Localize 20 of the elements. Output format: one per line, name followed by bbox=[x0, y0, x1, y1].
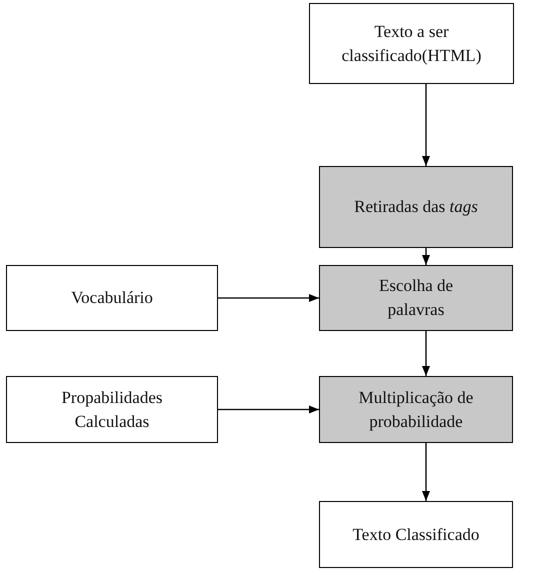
process-box bbox=[319, 265, 513, 331]
box bbox=[6, 265, 218, 331]
arrow bbox=[422, 248, 430, 265]
arrow bbox=[218, 406, 319, 414]
arrow bbox=[422, 331, 430, 376]
node-label: Propabilidades Calculadas bbox=[60, 386, 164, 432]
process-box bbox=[319, 376, 513, 443]
process-box bbox=[319, 166, 513, 248]
arrow bbox=[422, 443, 430, 501]
box bbox=[6, 376, 218, 443]
box bbox=[309, 3, 514, 84]
node-label: Texto Classificado bbox=[352, 524, 480, 546]
node-label: Multiplicação de probabilidade bbox=[358, 386, 474, 433]
node-label: Vocabulário bbox=[70, 287, 154, 309]
node-label: Escolha de palavras bbox=[378, 275, 454, 321]
node-label: Texto a ser classificado(HTML) bbox=[340, 20, 482, 66]
node-label: Retiradas das tags bbox=[353, 196, 479, 218]
arrow bbox=[218, 294, 319, 302]
box bbox=[319, 501, 513, 568]
arrow bbox=[422, 84, 430, 166]
